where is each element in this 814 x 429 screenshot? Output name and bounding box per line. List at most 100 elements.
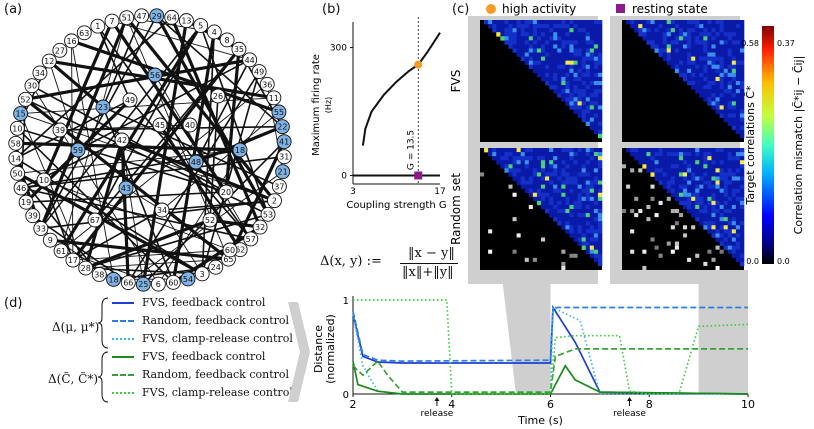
heatmap-cell — [695, 188, 700, 194]
heatmap-cell — [739, 81, 745, 86]
heatmap-cell — [528, 48, 534, 53]
heatmap-cell — [577, 56, 582, 61]
heatmap-cell — [496, 148, 501, 153]
legend-label: FVS, clamp-release control — [142, 332, 293, 345]
heatmap-cell — [549, 209, 554, 214]
heatmap-cell — [593, 209, 599, 214]
heatmap-cell — [662, 56, 668, 61]
heatmap-cell — [687, 40, 692, 45]
heatmap-cell — [536, 200, 542, 206]
heatmap-cell — [589, 117, 595, 122]
heatmap-cell — [549, 192, 554, 198]
heatmap-cell — [719, 221, 724, 226]
heatmap-cell — [553, 36, 558, 41]
heatmap-cell — [589, 217, 595, 222]
heatmap-cell — [585, 217, 591, 222]
heatmap-cell — [699, 24, 704, 29]
heatmap-cell — [536, 192, 542, 198]
network-node-label: 60 — [168, 278, 178, 287]
heatmap-cell — [703, 72, 708, 78]
heatmap-cell — [512, 32, 517, 37]
heatmap-cell — [573, 40, 578, 45]
heatmap-cell — [691, 176, 696, 181]
heatmap-cell — [573, 196, 578, 202]
heatmap-cell — [723, 172, 729, 177]
heatmap-cell — [573, 237, 578, 242]
heatmap-cell — [735, 196, 741, 202]
network-node — [152, 117, 168, 133]
heatmap-cell — [650, 160, 655, 165]
heatmap-cell — [715, 89, 720, 94]
heatmap-cell — [683, 196, 688, 202]
heatmap-cell — [532, 180, 538, 185]
heatmap-cell — [561, 225, 566, 230]
heatmap-cell — [541, 20, 546, 25]
heatmap-cell — [731, 164, 737, 169]
heatmap-cell — [683, 28, 688, 33]
heatmap-cell — [711, 56, 716, 61]
series-line — [353, 299, 749, 395]
network-node — [242, 52, 258, 68]
network-node-label: 47 — [137, 12, 147, 21]
heatmap-cell — [589, 125, 595, 131]
heatmap-cell — [666, 241, 671, 246]
heatmap-cell — [516, 40, 521, 45]
heatmap-cell — [739, 133, 745, 139]
heatmap-cell — [719, 20, 724, 25]
network-node-label: 41 — [279, 138, 289, 147]
heatmap-cell — [691, 52, 696, 57]
heatmap-cell — [545, 168, 550, 173]
heatmap-cell — [683, 192, 688, 198]
heatmap-cell — [532, 156, 538, 161]
network-node — [13, 106, 29, 122]
heatmap-cell — [654, 28, 659, 33]
heatmap-cell — [561, 52, 566, 57]
heatmap-cell — [549, 164, 554, 169]
heatmap-cell — [589, 188, 595, 194]
heatmap-cell — [577, 209, 582, 214]
heatmap-cell — [585, 32, 591, 37]
heatmap-cell — [597, 209, 603, 214]
network-edge — [201, 71, 260, 275]
heatmap-cell — [577, 241, 582, 246]
heatmap-cell — [731, 89, 737, 94]
heatmap-cell — [545, 200, 550, 206]
heatmap-cell — [687, 188, 692, 194]
heatmap-cell — [597, 129, 603, 135]
formula-denominator: ‖x‖+‖y‖ — [402, 265, 454, 280]
heatmap-cell — [707, 188, 712, 194]
heatmap-cell — [719, 176, 724, 181]
heatmap-cell — [658, 24, 663, 29]
heatmap-cell — [735, 48, 741, 53]
heatmap-cell — [569, 184, 574, 189]
heatmap-cell — [569, 209, 574, 214]
heatmap-cell — [593, 44, 599, 49]
heatmap-cell — [674, 24, 680, 29]
heatmap-cell — [528, 52, 534, 57]
heatmap-cell — [674, 64, 680, 70]
heatmap-cell — [695, 44, 700, 49]
heatmap-cell — [674, 196, 680, 202]
heatmap-cell — [557, 56, 562, 61]
heatmap-cell — [508, 36, 513, 41]
heatmap-cell — [561, 28, 566, 33]
heatmap-cell — [731, 253, 737, 259]
heatmap-cell — [557, 148, 562, 153]
heatmap-cell — [536, 184, 542, 189]
heatmap-cell — [597, 60, 603, 66]
heatmap-cell — [597, 113, 603, 118]
heatmap-cell — [658, 172, 663, 177]
heatmap-cell — [561, 97, 566, 102]
heatmap-cell — [512, 176, 517, 181]
heatmap-cell — [581, 52, 587, 57]
heatmap-cell — [719, 168, 724, 173]
legend-label: FVS, clamp-release control — [142, 386, 293, 399]
heatmap-cell — [589, 40, 595, 45]
heatmap-cell — [573, 164, 578, 169]
heatmap-cell — [496, 152, 501, 157]
heatmap-cell — [524, 20, 530, 25]
heatmap-cell — [687, 192, 692, 198]
heatmap-cell — [492, 148, 497, 153]
heatmap-cell — [520, 32, 526, 37]
heatmap-cell — [739, 113, 745, 118]
